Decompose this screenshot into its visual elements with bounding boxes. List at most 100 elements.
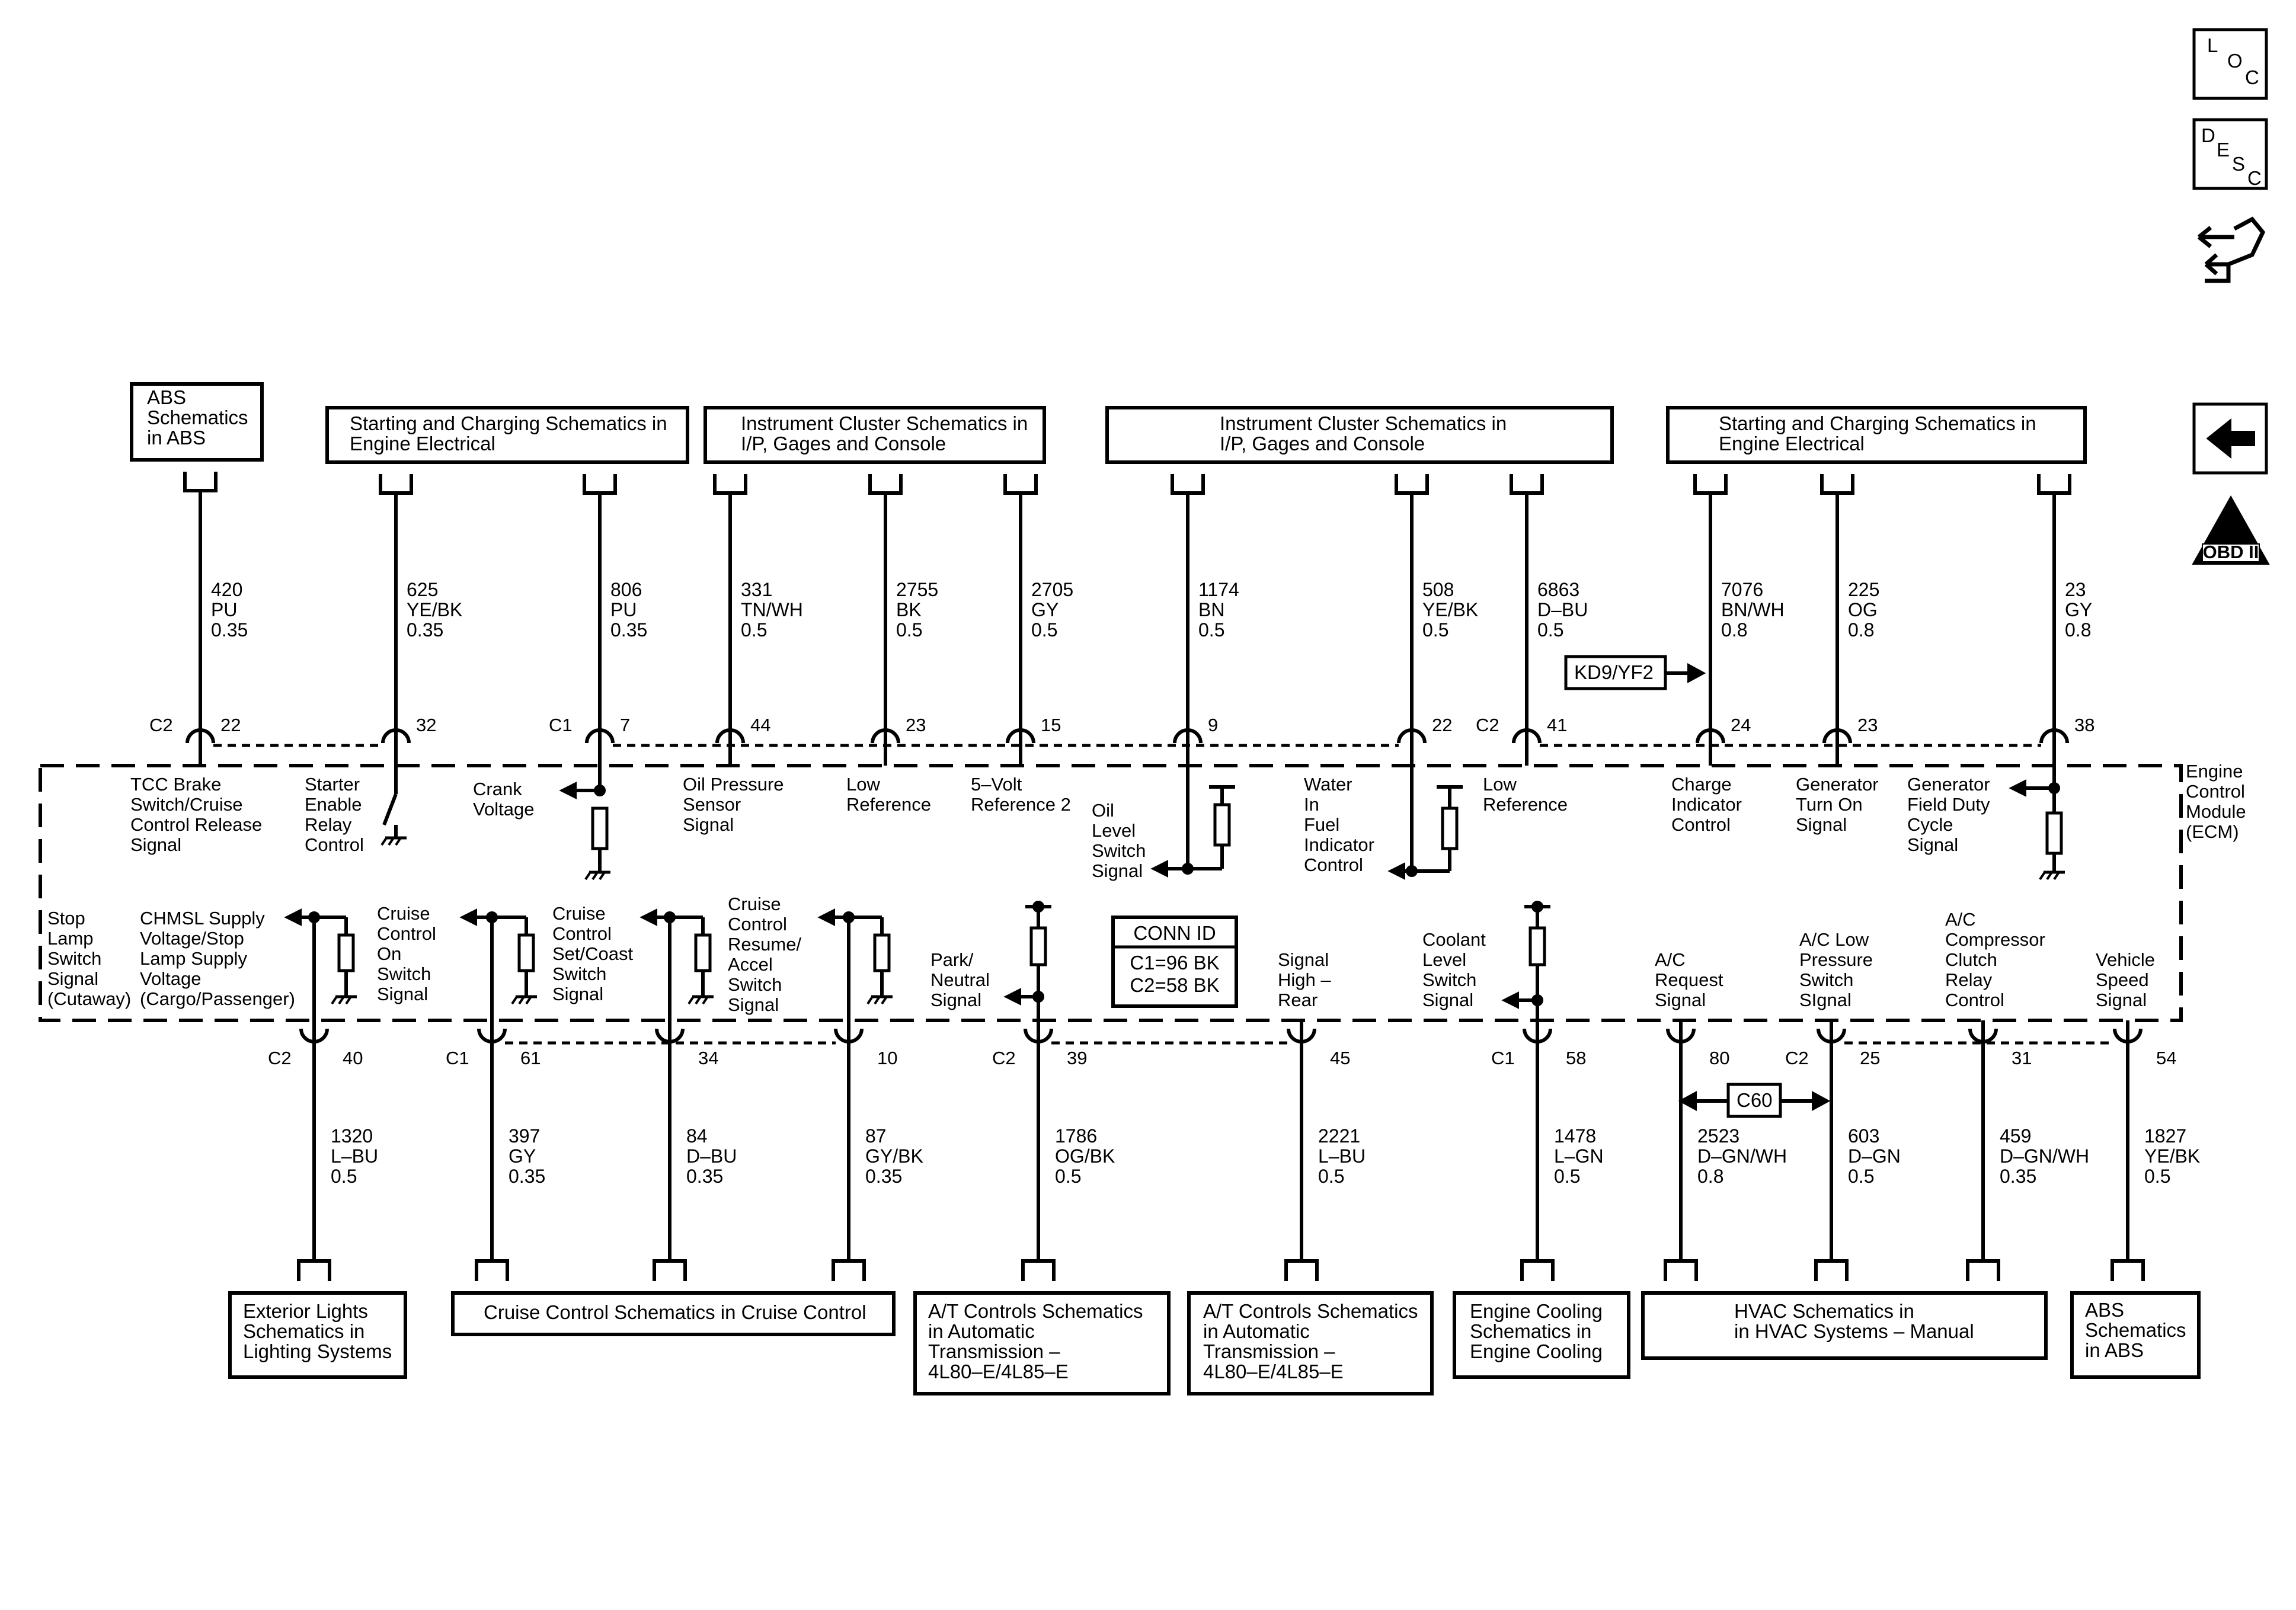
ground-symbol <box>525 996 532 1005</box>
ground-symbol <box>702 996 709 1005</box>
wire-gauge: 0.5 <box>331 1166 357 1187</box>
wire-circuit-number: 1174 <box>1198 579 1239 600</box>
wire-gauge: 0.5 <box>1554 1166 1580 1187</box>
wire-circuit-number: 7076 <box>1721 579 1763 600</box>
ecm-signal-label: Signal <box>728 994 779 1015</box>
wire-color: YE/BK <box>2144 1145 2200 1167</box>
wire-circuit-number: 1320 <box>331 1125 373 1147</box>
ecm-pin-number: 41 <box>1547 715 1567 735</box>
bottom-harness-box <box>451 1291 896 1336</box>
conn-id-line: C2=58 BK <box>1130 974 1219 996</box>
ecm-label: (ECM) <box>2186 821 2239 842</box>
wire-color: PU <box>211 599 237 620</box>
wire-circuit-number: 459 <box>2000 1125 2031 1147</box>
wire-circuit-number: 2755 <box>896 579 938 600</box>
wire-color: D–GN/WH <box>2000 1145 2089 1167</box>
ecm-signal-label: Turn On <box>1796 794 1863 815</box>
ecm-signal-label: On <box>377 943 401 964</box>
ecm-signal-label: Cruise <box>728 894 781 914</box>
ecm-signal-label: Signal <box>1796 814 1847 835</box>
bottom-harness-box-label: in Automatic <box>928 1320 1035 1342</box>
ecm-signal-label: Set/Coast <box>552 943 634 964</box>
ecm-signal-label: Switch <box>1799 969 1853 990</box>
ecm-signal-label: Cycle <box>1907 814 1953 835</box>
ecm-signal-label: Coolant <box>1422 929 1486 950</box>
conn-id-title: CONN ID <box>1133 922 1216 944</box>
ecm-signal-label: Level <box>1422 949 1466 970</box>
ecm-signal-label: Starter <box>305 774 360 795</box>
resistor-symbol <box>337 933 355 972</box>
ecm-pin-number: 32 <box>416 715 436 735</box>
ecm-signal-label: Speed <box>2096 969 2149 990</box>
ecm-signal-label: Relay <box>1945 969 1993 990</box>
ground-symbol <box>874 996 881 1005</box>
ecm-signal-label: Control <box>377 923 436 944</box>
bottom-harness-box-label: Exterior Lights <box>243 1300 368 1322</box>
top-harness-box <box>1105 406 1614 464</box>
ecm-signal-label: SIgnal <box>1799 990 1851 1010</box>
wire-color: L–BU <box>1318 1145 1366 1167</box>
ecm-pin-number: 45 <box>1330 1048 1350 1068</box>
wire-color: BN <box>1198 599 1224 620</box>
wire-color: BN/WH <box>1721 599 1785 620</box>
ground-symbol <box>881 996 888 1005</box>
ecm-signal-label: Neutral <box>930 969 990 990</box>
top-harness-box-label: Schematics <box>147 406 248 428</box>
wire-color: GY <box>2065 599 2092 620</box>
loc-button-frame <box>2192 28 2268 100</box>
top-harness-connector <box>183 472 218 492</box>
ecm-signal-label: Control <box>728 914 787 934</box>
ecm-signal-label: Relay <box>305 814 352 835</box>
resistor-symbol <box>1441 806 1459 850</box>
bottom-harness-connector <box>1520 1259 1555 1281</box>
bottom-harness-box <box>913 1291 1171 1395</box>
top-harness-box <box>1666 406 2087 464</box>
ecm-signal-label: Signal <box>377 984 428 1004</box>
ecm-signal-label: A/C <box>1655 949 1686 970</box>
resistor-symbol <box>1213 803 1231 847</box>
wire-gauge: 0.5 <box>1537 619 1563 641</box>
ecm-signal-label: Switch/Cruise <box>130 794 243 815</box>
diagnostic-icon <box>2197 226 2234 248</box>
wire-gauge: 0.35 <box>407 619 443 641</box>
signal-arrow <box>639 908 657 926</box>
bottom-harness-box <box>1453 1291 1630 1379</box>
ecm-signal-label: CHMSL Supply <box>140 908 265 929</box>
ecm-signal-label: Sensor <box>683 794 741 815</box>
ecm-signal-label: Clutch <box>1945 949 1997 970</box>
top-harness-connector <box>2037 474 2071 495</box>
wire-color: GY/BK <box>865 1145 923 1167</box>
ecm-pin-number: 9 <box>1208 715 1218 735</box>
ecm-signal-label: Control <box>305 834 364 855</box>
top-harness-box-label: Starting and Charging Schematics in <box>1719 412 2036 434</box>
ground-symbol <box>511 996 518 1005</box>
ecm-signal-label: Voltage <box>473 799 534 820</box>
ecm-signal-label: 5–Volt <box>971 774 1022 795</box>
ecm-signal-label: Switch <box>1422 969 1476 990</box>
ecm-signal-label: Oil <box>1092 800 1114 821</box>
desc-icon: S <box>2232 153 2245 175</box>
resistor-symbol <box>1029 926 1047 966</box>
wire-gauge: 0.5 <box>1318 1166 1344 1187</box>
ecm-connector-id: C1 <box>446 1048 469 1068</box>
signal-arrow <box>1501 991 1519 1009</box>
top-harness-connector <box>379 474 413 495</box>
ecm-signal-label: Signal <box>552 984 603 1004</box>
signal-arrow <box>284 908 302 926</box>
ecm-pin-number: 22 <box>220 715 241 735</box>
ecm-pin-number: 61 <box>520 1048 541 1068</box>
loc-icon: L <box>2207 34 2218 56</box>
ecm-signal-label: Compressor <box>1945 929 2045 950</box>
wire-circuit-number: 1478 <box>1554 1125 1596 1147</box>
ecm-pin-number: 23 <box>906 715 926 735</box>
ecm-signal-label: Low <box>1483 774 1517 795</box>
wire-gauge: 0.5 <box>896 619 922 641</box>
top-harness-connector <box>868 474 903 495</box>
resistor-symbol <box>694 933 712 972</box>
ecm-pin-number: 23 <box>1857 715 1878 735</box>
ecm-connector-id: C2 <box>1476 715 1499 735</box>
top-harness-box-label: Engine Electrical <box>350 433 495 454</box>
ecm-pin-number: 15 <box>1041 715 1061 735</box>
signal-arrow <box>2009 779 2026 797</box>
